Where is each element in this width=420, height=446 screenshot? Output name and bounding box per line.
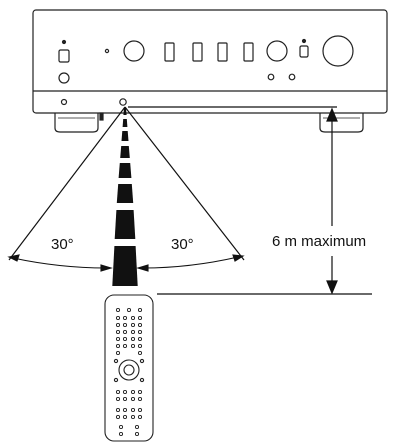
angle-arcs — [7, 254, 245, 272]
remote-body — [104, 294, 154, 442]
remote-button-grid-bottom — [115, 389, 143, 437]
amplifier-unit — [32, 9, 388, 133]
phones-jack — [58, 72, 70, 84]
remote-nav-center — [123, 364, 135, 376]
switch-3 — [217, 42, 228, 62]
arrow-down — [326, 280, 338, 295]
range-lines — [8, 106, 372, 295]
left-angle-label: 30° — [51, 236, 74, 253]
jack-left — [267, 73, 275, 81]
tone-knob — [266, 40, 288, 62]
switch-2 — [192, 42, 203, 62]
amplifier-body — [32, 9, 388, 114]
distance-dimension — [326, 107, 338, 295]
input-knob — [123, 40, 145, 62]
remote-sensor — [119, 98, 127, 106]
switch-1 — [164, 42, 175, 62]
aux-indicator — [104, 48, 110, 54]
mode-button — [299, 45, 309, 58]
right-angle-label: 30° — [171, 236, 194, 253]
lower-indicator — [60, 98, 68, 106]
right-angle-arc — [142, 256, 239, 269]
left-foot — [54, 113, 99, 133]
left-angle-arc — [12, 257, 107, 269]
right-foot — [319, 113, 364, 133]
power-button — [58, 49, 70, 63]
arrow-up — [326, 107, 338, 122]
status-indicator — [301, 38, 307, 44]
power-indicator — [61, 39, 67, 45]
remote-button-grid-top — [115, 307, 143, 356]
left-boundary-line — [8, 106, 126, 261]
distance-label: 6 m maximum — [272, 233, 366, 250]
remote-control — [104, 294, 154, 442]
remote-nav-ring — [118, 359, 140, 381]
switch-4 — [243, 42, 254, 62]
signal-beam — [112, 108, 138, 286]
jack-right — [288, 73, 296, 81]
volume-knob — [322, 35, 354, 67]
right-boundary-line — [124, 106, 245, 261]
